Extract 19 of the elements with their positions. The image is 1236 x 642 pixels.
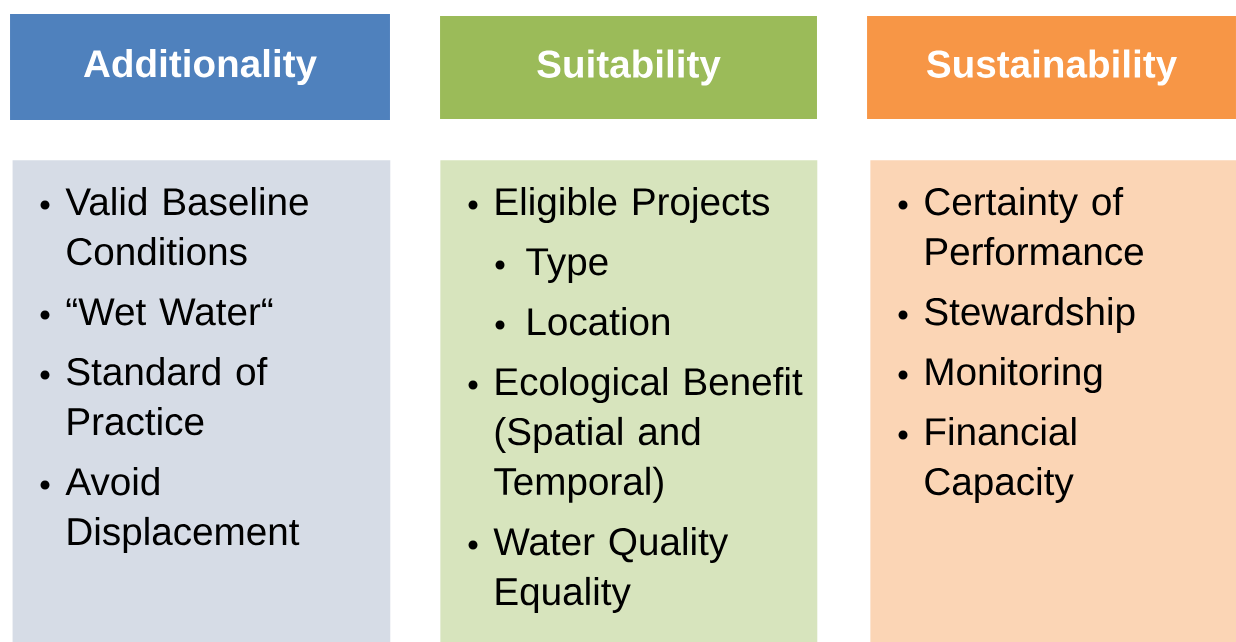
list-item: Water Quality Equality (493, 527, 729, 613)
list-item: Type (526, 248, 608, 283)
header-box: Sustainability (867, 16, 1236, 119)
list-item: Valid Baseline Conditions (65, 187, 308, 266)
list-item: Avoid Displacement (65, 467, 300, 553)
list-item: Stewardship (925, 297, 1135, 333)
list-item: Financial Capacity (925, 417, 1076, 503)
list-item: Monitoring (926, 357, 1102, 393)
bullet-list-box (870, 160, 1236, 642)
bullet-list-box (440, 160, 818, 642)
list-item: Ecological Benefit (Spatial and Temporal) (494, 367, 803, 503)
header-box: Additionality (10, 14, 390, 120)
list-item: Location (528, 307, 669, 336)
list-item: Eligible Projects (496, 187, 770, 223)
list-item: Standard of Practice (67, 357, 268, 436)
list-item: Certainty of Performance (925, 187, 1143, 266)
list-item: “Wet Water“ (66, 298, 273, 326)
header-box: Suitability (440, 16, 817, 119)
bullet-list-box (12, 160, 391, 642)
